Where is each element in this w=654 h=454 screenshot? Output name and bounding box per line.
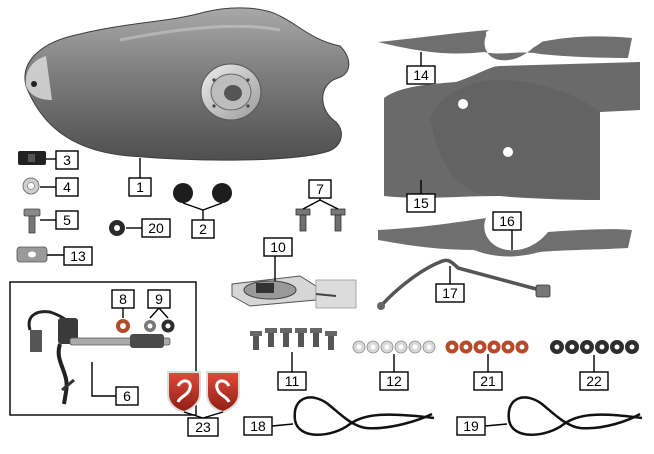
callout-21: 21 [473,371,503,391]
svg-text:11: 11 [285,373,300,389]
svg-text:4: 4 [63,179,71,195]
copper-washer-row [445,340,529,354]
callout-3: 3 [55,150,79,170]
callout-7: 7 [308,179,332,199]
callout-16: 16 [492,211,522,231]
callout-9: 9 [147,289,171,309]
callout-18: 18 [243,416,273,436]
svg-text:1: 1 [136,179,144,195]
washer-black [109,220,125,236]
svg-text:2: 2 [199,221,207,237]
callout-2: 2 [191,219,215,239]
callout-14: 14 [406,65,436,85]
callout-22: 22 [579,371,609,391]
callout-4: 4 [55,177,79,197]
callout-15: 15 [406,193,436,213]
mounting-plate [16,246,48,263]
callout-11: 11 [277,371,307,391]
svg-text:3: 3 [63,152,71,168]
callout-19: 19 [456,416,486,436]
svg-text:22: 22 [586,373,602,389]
callout-23: 23 [187,417,219,437]
fuel-tank [24,7,350,161]
svg-text:12: 12 [386,373,402,389]
fuel-cap [200,63,262,121]
spacer-collar [22,177,40,195]
svg-text:18: 18 [250,418,266,434]
callout-13: 13 [63,246,93,266]
callout-20: 20 [141,218,171,238]
svg-text:9: 9 [155,291,163,307]
callout-8: 8 [111,289,135,309]
bolt-set [250,328,337,350]
callout-10: 10 [263,237,293,257]
svg-text:19: 19 [463,418,479,434]
vent-hose-loop [507,396,643,436]
copper-washer [116,319,130,333]
rubber-damper [18,151,46,165]
svg-text:16: 16 [499,213,515,229]
upper-tank-pad [378,25,632,61]
callout-6: 6 [115,386,139,406]
svg-text:15: 15 [413,195,429,211]
fuel-hose-loop [293,396,435,436]
svg-text:14: 14 [413,67,429,83]
fuel-level-sender [231,275,357,309]
fuel-pump-kit-frame [9,281,197,416]
fuel-pump-assembly [27,310,171,405]
callout-12: 12 [379,371,409,391]
tank-badges [167,371,240,414]
svg-text:17: 17 [442,285,458,301]
callout-1: 1 [128,177,152,197]
heat-shield-panel [384,62,640,200]
bolt-pair [295,208,346,232]
svg-text:21: 21 [480,373,496,389]
callout-5: 5 [55,210,79,230]
svg-text:20: 20 [148,220,164,236]
svg-text:23: 23 [195,419,211,435]
svg-text:10: 10 [270,239,286,255]
svg-text:13: 13 [70,248,86,264]
svg-text:7: 7 [316,181,324,197]
mounting-rod [377,258,551,310]
black-washer-row [550,340,639,354]
svg-text:6: 6 [123,388,131,404]
washer-and-nut [144,319,175,333]
svg-text:8: 8 [119,291,127,307]
callout-17: 17 [435,283,465,303]
tank-bolt [23,208,41,234]
rubber-caps [173,183,232,203]
svg-text:5: 5 [63,212,71,228]
silver-washer-row [352,340,436,354]
